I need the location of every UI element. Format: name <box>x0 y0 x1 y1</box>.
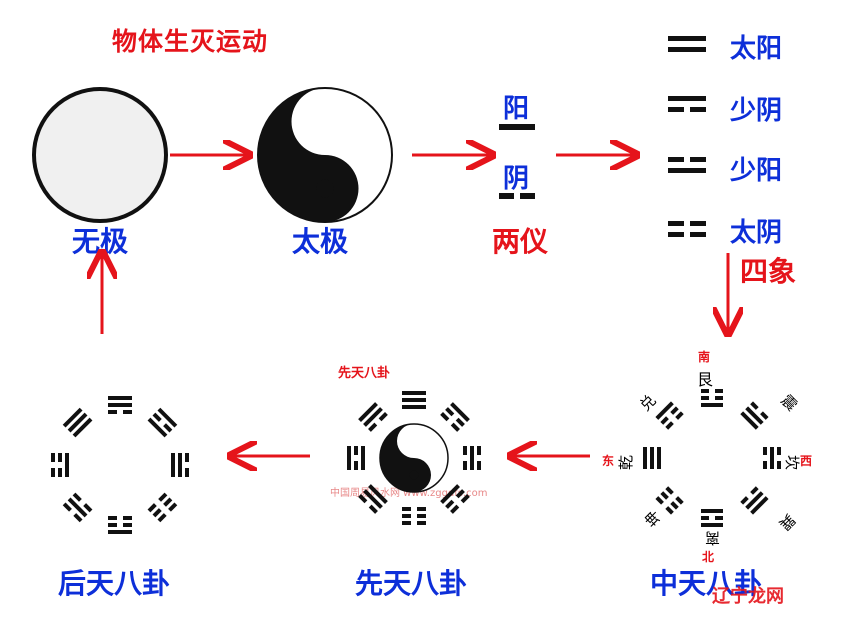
trigram-icon <box>402 391 426 409</box>
trigram-icon <box>463 446 481 470</box>
wuji-circle <box>32 87 168 223</box>
xiantian-yinyang-icon <box>379 423 449 493</box>
trigram-icon <box>147 407 178 438</box>
taiji-yinyang-icon <box>257 87 393 223</box>
trigram-icon <box>655 486 684 515</box>
trigram-icon <box>358 402 388 432</box>
sixiang-taiyin-icon <box>668 221 706 237</box>
trigram-icon <box>358 484 388 514</box>
trigram-icon <box>402 507 426 525</box>
sixiang-item-taiyang: 太阳 <box>730 34 783 64</box>
label-taiji: 太极 <box>292 225 349 258</box>
label-houtian-bagua: 后天八卦 <box>58 567 171 600</box>
label-xiantian-small: 先天八卦 <box>338 366 391 381</box>
sixiang-shaoyin-icon <box>668 96 706 112</box>
trigram-icon <box>171 453 189 477</box>
zhongtian-bagua-ring <box>643 389 781 527</box>
trigram-icon <box>701 509 723 527</box>
trigram-icon <box>655 401 684 430</box>
xiantian-bagua-ring <box>347 391 481 525</box>
trigram-icon <box>740 401 769 430</box>
trigram-icon <box>440 484 470 514</box>
label-yin: 阴 <box>503 164 530 194</box>
trigram-icon <box>763 447 781 469</box>
houtian-bagua-ring <box>51 396 189 534</box>
trigram-icon <box>147 492 178 523</box>
watermark: 辽宁龙网 <box>712 586 784 607</box>
label-liangyi: 两仪 <box>492 225 549 258</box>
label-zhongtian-bagua: 中天八卦 <box>650 567 763 600</box>
trigram-icon <box>740 486 769 515</box>
sixiang-taiyang-icon <box>668 36 706 52</box>
trigram-icon <box>62 407 93 438</box>
label-xiantian-bagua: 先天八卦 <box>355 567 468 600</box>
sixiang-item-shaoyang: 少阳 <box>730 156 783 186</box>
trigram-icon <box>643 447 661 469</box>
trigram-icon <box>440 402 470 432</box>
trigram-icon <box>347 446 365 470</box>
direction-west: 西 <box>800 454 813 468</box>
watermark-url: 中国周易风水网 www.zggdfs.com <box>330 488 488 499</box>
direction-south: 南 <box>698 350 711 364</box>
label-yang: 阳 <box>503 94 530 124</box>
direction-east: 东 <box>602 454 615 468</box>
zt-name-top: 艮 <box>697 370 714 389</box>
trigram-icon <box>701 389 723 407</box>
yin-line-right <box>520 193 535 199</box>
direction-north: 北 <box>702 550 715 564</box>
sixiang-shaoyang-icon <box>668 157 706 173</box>
label-sixiang: 四象 <box>740 255 797 288</box>
diagram-title: 物体生灭运动 <box>112 27 269 56</box>
yin-line-left <box>499 193 514 199</box>
sixiang-item-shaoyin: 少阴 <box>730 96 783 126</box>
yang-line <box>499 124 535 130</box>
trigram-icon <box>51 453 69 477</box>
trigram-icon <box>62 492 93 523</box>
sixiang-item-taiyin: 太阴 <box>730 218 783 248</box>
trigram-icon <box>108 516 132 534</box>
trigram-icon <box>108 396 132 414</box>
